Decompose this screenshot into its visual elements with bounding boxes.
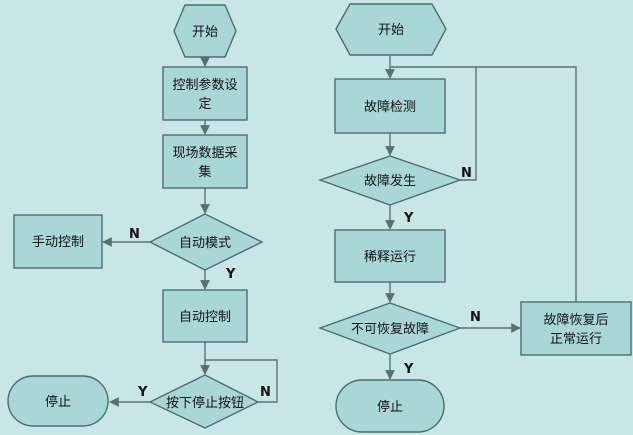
edge-stop-button-no-loop: [205, 359, 278, 403]
svg-text:停止: 停止: [45, 394, 71, 410]
label-stop-yes: Y: [137, 385, 148, 400]
svg-text:按下停止按钮: 按下停止按钮: [166, 395, 244, 411]
svg-text:集: 集: [198, 164, 211, 180]
node-left-stop: 停止: [7, 375, 109, 427]
node-manual-control: 手动控制: [13, 214, 103, 269]
svg-text:停止: 停止: [377, 399, 403, 415]
label-auto-mode-no: N: [129, 227, 140, 242]
label-unrecoverable-no: N: [470, 310, 481, 325]
label-auto-mode-yes: Y: [225, 267, 236, 282]
svg-text:自动模式: 自动模式: [179, 236, 231, 251]
svg-text:控制参数设: 控制参数设: [172, 77, 237, 93]
left-flowchart: N Y Y N 开始 控制参数设 定 现场数据采 集 自动模式 手动控制: [7, 4, 278, 429]
node-setup-params: 控制参数设 定: [162, 66, 248, 121]
svg-text:不可恢复故障: 不可恢复故障: [351, 322, 429, 337]
svg-text:定: 定: [198, 97, 211, 112]
svg-text:故障发生: 故障发生: [364, 173, 416, 189]
svg-text:开始: 开始: [378, 23, 404, 38]
svg-text:稀释运行: 稀释运行: [364, 250, 416, 265]
node-fault-detection: 故障检测: [334, 78, 446, 134]
node-unrecoverable-decision: 不可恢复故障: [317, 302, 463, 355]
right-flowchart: N Y N Y 开始 故障检测 故障发生 稀释运行 不可恢复故障 故障恢复后 正…: [317, 3, 632, 433]
svg-text:手动控制: 手动控制: [32, 235, 84, 250]
node-right-start: 开始: [335, 3, 447, 56]
edge-fault-no-loop: [390, 66, 477, 181]
svg-text:现场数据采: 现场数据采: [172, 146, 237, 161]
node-auto-mode-decision: 自动模式: [148, 213, 264, 271]
node-right-stop: 停止: [335, 379, 445, 433]
node-fault-occurs-decision: 故障发生: [317, 155, 463, 206]
svg-text:故障检测: 故障检测: [364, 100, 416, 115]
node-dilution-run: 稀释运行: [334, 229, 446, 283]
label-unrecoverable-yes: Y: [403, 362, 414, 377]
node-auto-control: 自动控制: [162, 289, 248, 343]
node-data-collection: 现场数据采 集: [162, 134, 248, 189]
label-fault-no: N: [461, 166, 472, 181]
node-recovered-normal: 故障恢复后 正常运行: [520, 301, 632, 356]
svg-text:自动控制: 自动控制: [179, 310, 231, 325]
svg-text:正常运行: 正常运行: [550, 332, 602, 347]
svg-text:开始: 开始: [192, 25, 218, 40]
node-left-start: 开始: [173, 4, 237, 58]
node-stop-button-decision: 按下停止按钮: [148, 374, 260, 429]
edge-recovered-loop: [476, 66, 577, 302]
label-fault-yes: Y: [403, 211, 414, 226]
label-stop-no: N: [260, 385, 271, 400]
svg-text:故障恢复后: 故障恢复后: [543, 313, 608, 328]
